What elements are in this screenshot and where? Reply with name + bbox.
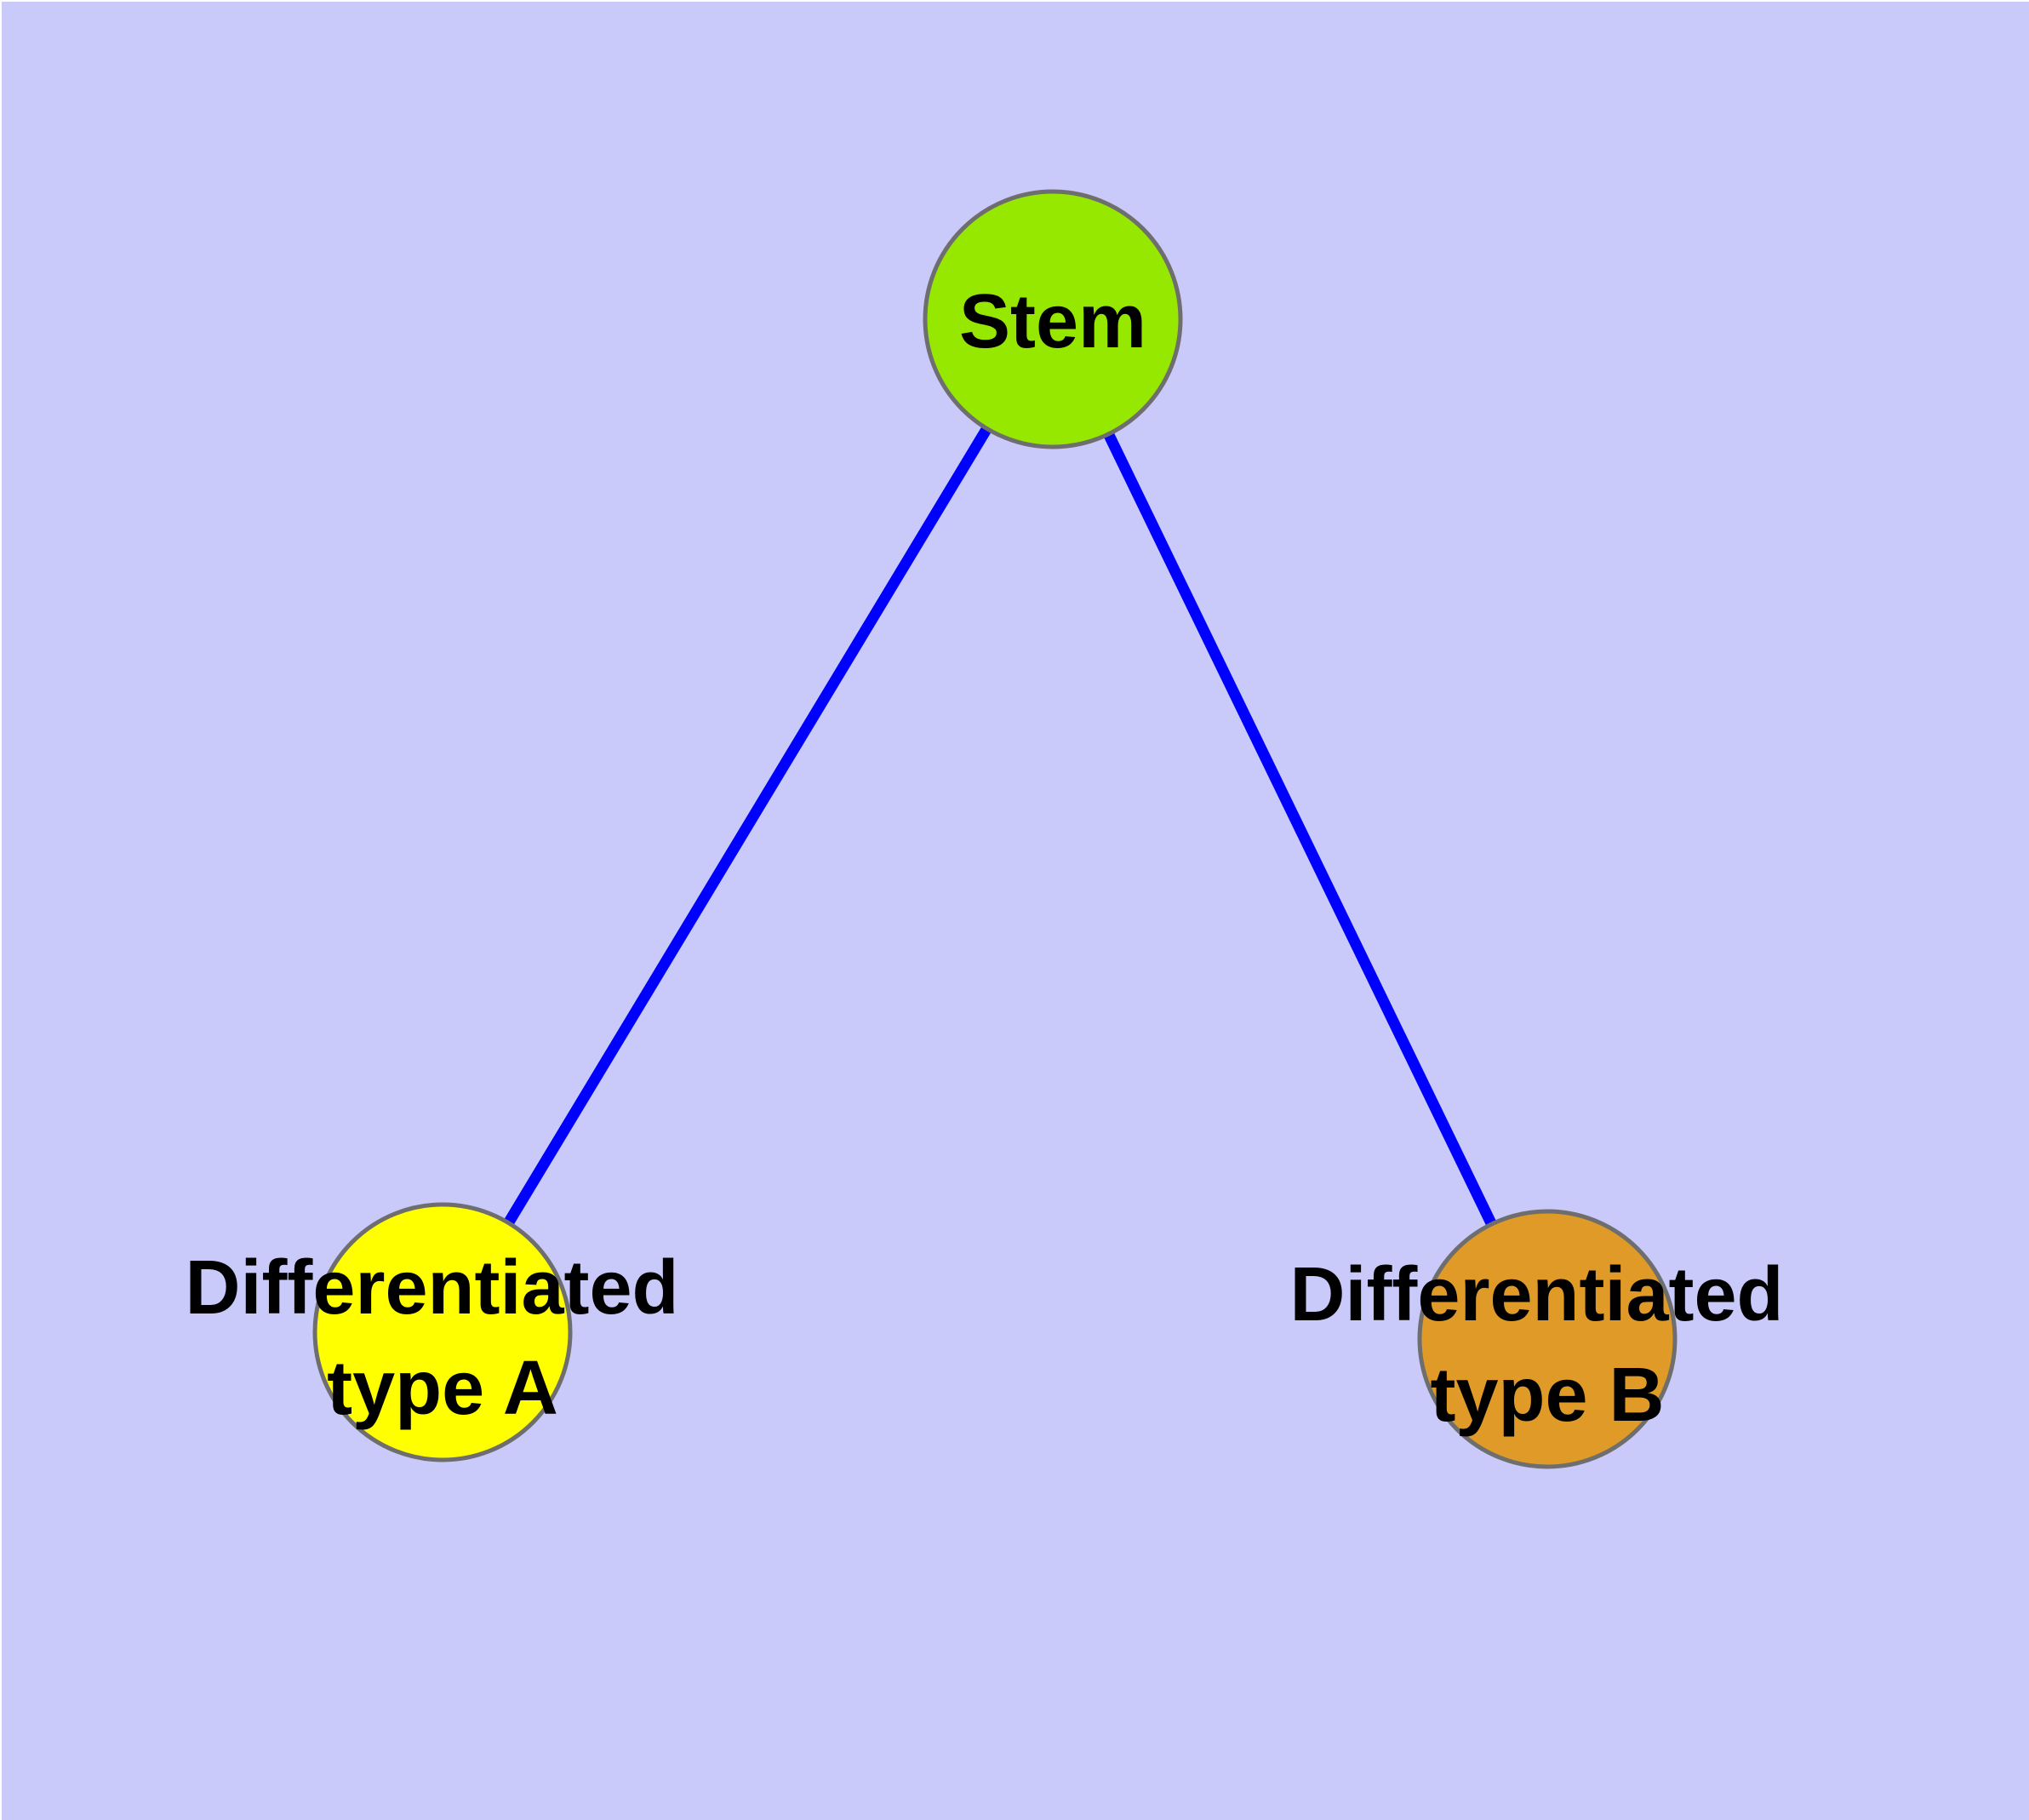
node-type-a-label-line2: type A [327, 1346, 558, 1431]
node-stem: Stem [923, 189, 1183, 449]
edge-stem-to-type-b [1048, 317, 1552, 1342]
node-type-b-label-line2: type B [1430, 1353, 1664, 1438]
node-stem-label-text: Stem [959, 279, 1146, 364]
node-stem-circle [923, 189, 1183, 449]
node-type-a-label-line1: Differentiated [185, 1245, 678, 1331]
node-type-b-circle [1417, 1209, 1677, 1469]
node-type-b: Differentiated type B [1289, 1209, 1804, 1469]
node-stem-label: Stem [959, 279, 1146, 364]
node-type-a-label: Differentiated type A [185, 1245, 700, 1431]
node-type-b-label: Differentiated type B [1289, 1252, 1804, 1438]
edge-stem-to-type-a [437, 316, 1058, 1336]
node-type-a: Differentiated type A [185, 1202, 700, 1462]
node-type-a-circle [312, 1202, 573, 1462]
node-type-b-label-line1: Differentiated [1289, 1252, 1783, 1337]
